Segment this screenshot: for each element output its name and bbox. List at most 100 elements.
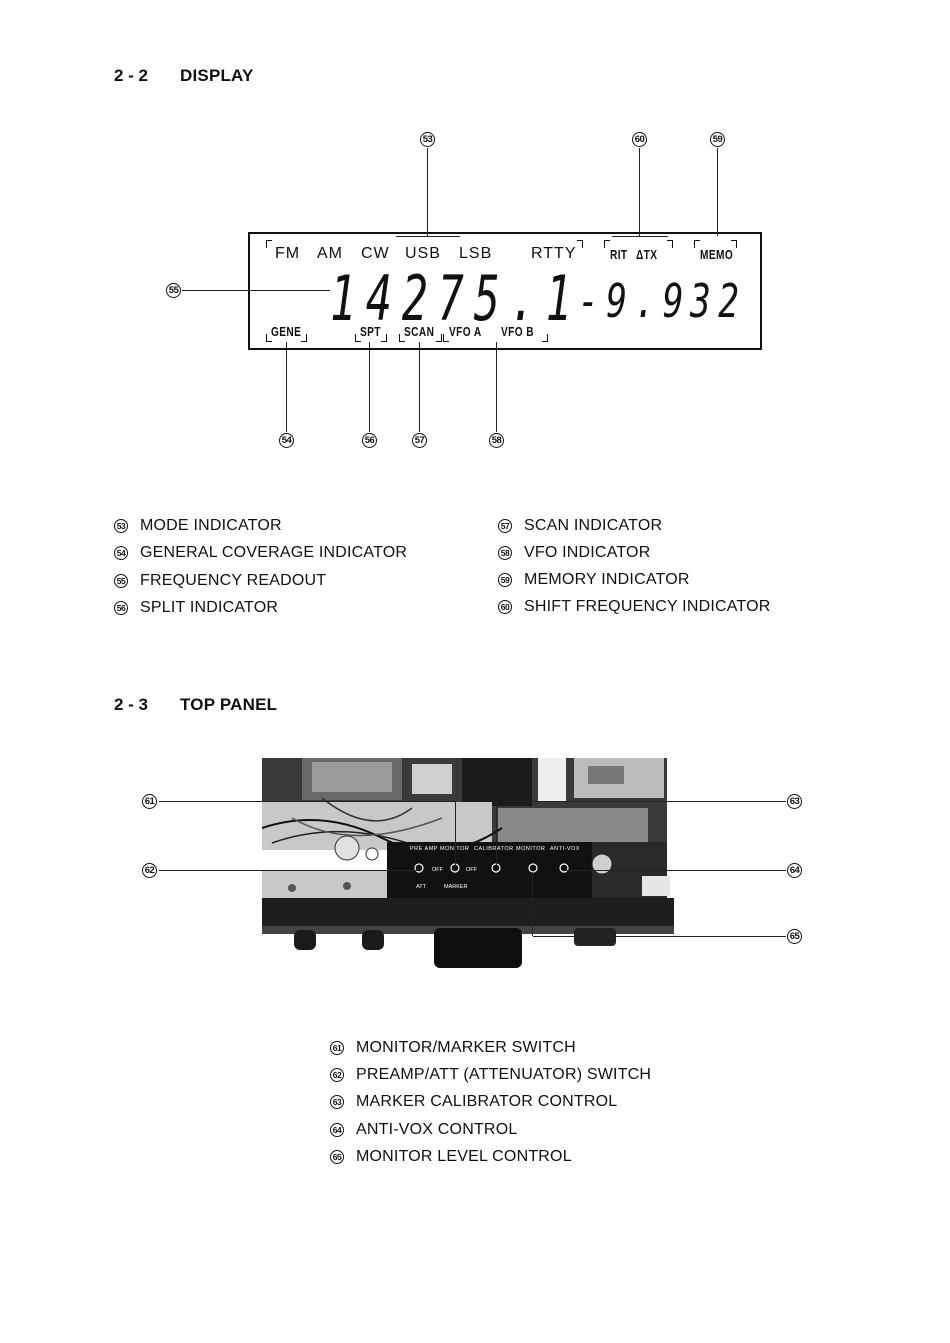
delta-tx-indicator: ΔTX [636, 247, 658, 262]
legend-callout-57: 57 [498, 519, 512, 533]
legend-text-63: MARKER CALIBRATOR CONTROL [356, 1093, 618, 1110]
legend-text-59: MEMORY INDICATOR [524, 571, 690, 588]
gene-bracket-left [266, 334, 272, 342]
callout-53: 53 [420, 132, 435, 147]
leader-bar-53 [396, 236, 460, 238]
section-title-top-panel: TOP PANEL [180, 695, 278, 714]
legend-callout-56: 56 [114, 601, 128, 615]
legend-text-62: PREAMP/ATT (ATTENUATOR) SWITCH [356, 1066, 652, 1083]
callout-60: 60 [632, 132, 647, 147]
legend-item-55: 55 FREQUENCY READOUT [114, 572, 326, 590]
panel-label-pre-amp: PRE AMP [410, 846, 438, 852]
callout-62: 62 [142, 863, 157, 878]
spt-bracket-right [381, 334, 387, 342]
legend-callout-64: 64 [330, 1123, 344, 1137]
scan-bracket-left [399, 334, 405, 342]
rit-bracket-right [667, 240, 673, 248]
callout-59: 59 [710, 132, 725, 147]
legend-callout-63: 63 [330, 1095, 344, 1109]
legend-item-59: 59 MEMORY INDICATOR [498, 571, 690, 589]
panel-label-monitor-2: MONITOR [516, 846, 546, 852]
top-panel-photo: PRE AMP MONITOR CALIBRATOR MONITOR ANTI-… [262, 758, 674, 968]
memo-bracket-right [731, 240, 737, 248]
vfo-bracket-left [443, 334, 449, 342]
legend-text-58: VFO INDICATOR [524, 544, 651, 561]
legend-text-64: ANTI-VOX CONTROL [356, 1121, 518, 1138]
legend-text-65: MONITOR LEVEL CONTROL [356, 1148, 572, 1165]
legend-item-53: 53 MODE INDICATOR [114, 517, 282, 535]
legend-callout-59: 59 [498, 573, 512, 587]
legend-item-54: 54 GENERAL COVERAGE INDICATOR [114, 544, 407, 562]
mode-bracket-right [577, 240, 583, 248]
leader-line-57 [419, 342, 421, 432]
leader-line-55 [182, 290, 330, 292]
legend-text-55: FREQUENCY READOUT [140, 572, 327, 589]
mode-am: AM [317, 245, 343, 262]
legend-item-57: 57 SCAN INDICATOR [498, 517, 662, 535]
gene-bracket-right [301, 334, 307, 342]
legend-item-64: 64 ANTI-VOX CONTROL [330, 1121, 517, 1139]
leader-line-58 [496, 342, 498, 432]
vfo-b-indicator: VFO B [501, 324, 534, 339]
callout-64: 64 [787, 863, 802, 878]
legend-item-62: 62 PREAMP/ATT (ATTENUATOR) SWITCH [330, 1066, 651, 1084]
spt-indicator: SPT [360, 324, 381, 339]
vfo-a-indicator: VFO A [449, 324, 482, 339]
legend-item-65: 65 MONITOR LEVEL CONTROL [330, 1148, 572, 1166]
legend-item-58: 58 VFO INDICATOR [498, 544, 650, 562]
section-title-display: DISPLAY [180, 66, 254, 85]
mode-bracket-left [266, 240, 272, 248]
callout-65: 65 [787, 929, 802, 944]
legend-callout-65: 65 [330, 1150, 344, 1164]
callout-57: 57 [412, 433, 427, 448]
leader-bar-60 [612, 236, 668, 238]
leader-drop-61 [455, 801, 457, 867]
channel-readout: 32 [690, 274, 747, 328]
callout-58: 58 [489, 433, 504, 448]
mode-cw: CW [361, 245, 390, 262]
callout-55: 55 [166, 283, 181, 298]
top-panel-photo-svg [262, 758, 674, 968]
vfo-bracket-right [542, 334, 548, 342]
legend-text-53: MODE INDICATOR [140, 517, 282, 534]
leader-line-56 [369, 342, 371, 432]
section-number-top-panel: 2 - 3 [114, 695, 149, 714]
spt-bracket-left [355, 334, 361, 342]
leader-line-64 [566, 870, 786, 872]
legend-callout-62: 62 [330, 1068, 344, 1082]
section-number-display: 2 - 2 [114, 66, 149, 85]
scan-indicator: SCAN [404, 324, 435, 339]
memo-bracket-left [694, 240, 700, 248]
legend-text-60: SHIFT FREQUENCY INDICATOR [524, 598, 771, 615]
leader-line-63 [496, 801, 786, 803]
legend-text-61: MONITOR/MARKER SWITCH [356, 1039, 576, 1056]
mode-lsb: LSB [459, 245, 493, 262]
panel-label-monitor: MONITOR [440, 846, 469, 852]
legend-callout-54: 54 [114, 546, 128, 560]
panel-label-off-2: OFF [466, 867, 477, 873]
shift-readout: -9.9 [578, 274, 692, 328]
scan-bracket-right [436, 334, 442, 342]
leader-drop-65 [532, 872, 534, 936]
mode-rtty: RTTY [531, 245, 577, 262]
leader-line-59 [717, 148, 719, 236]
leader-line-65 [533, 936, 786, 938]
leader-line-62 [159, 870, 417, 872]
callout-63: 63 [787, 794, 802, 809]
leader-drop-63 [496, 801, 498, 867]
rit-bracket-left [604, 240, 610, 248]
legend-callout-53: 53 [114, 519, 128, 533]
legend-text-56: SPLIT INDICATOR [140, 599, 279, 616]
panel-label-off-1: OFF [432, 867, 443, 873]
memo-indicator: MEMO [700, 247, 734, 262]
leader-line-53 [427, 148, 429, 236]
legend-callout-58: 58 [498, 546, 512, 560]
leader-line-54 [286, 342, 288, 432]
callout-56: 56 [362, 433, 377, 448]
panel-label-calibrator: CALIBRATOR [474, 846, 514, 852]
panel-label-anti-vox: ANTI-VOX [550, 846, 580, 852]
legend-callout-55: 55 [114, 574, 128, 588]
legend-callout-60: 60 [498, 600, 512, 614]
legend-item-63: 63 MARKER CALIBRATOR CONTROL [330, 1093, 617, 1111]
panel-label-att: ATT [416, 884, 426, 890]
